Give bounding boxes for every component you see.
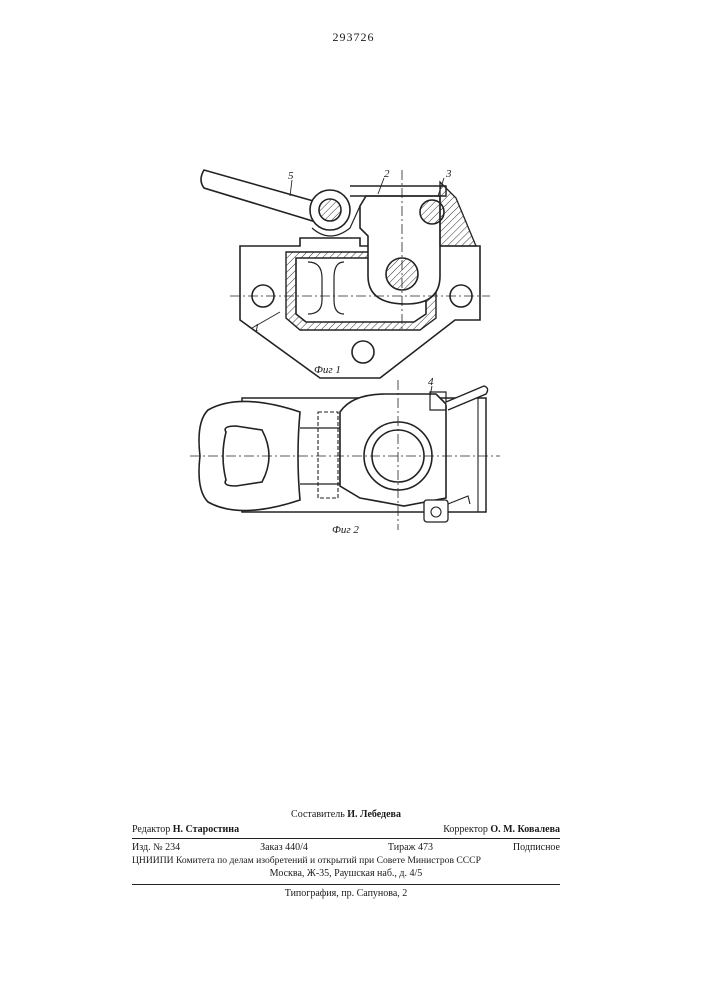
compiler-line: Составитель И. Лебедева <box>132 808 560 821</box>
subscription-note: Подписное <box>513 841 560 854</box>
part-label-2: 2 <box>384 168 390 180</box>
part-label-5: 5 <box>288 170 294 182</box>
editor-name: Н. Старостина <box>173 824 239 835</box>
order-number: Заказ 440/4 <box>260 841 308 854</box>
print-details-line: Изд. № 234 Заказ 440/4 Тираж 473 Подписн… <box>132 841 560 854</box>
imprint-block: Составитель И. Лебедева Редактор Н. Стар… <box>132 808 560 900</box>
fig1-lever-pivot <box>319 199 341 221</box>
part-label-3: 3 <box>446 168 452 180</box>
compiler-name: И. Лебедева <box>347 809 401 820</box>
print-run: Тираж 473 <box>388 841 433 854</box>
fig1-caption: Фиг 1 <box>314 364 341 376</box>
izd-number: Изд. № 234 <box>132 841 180 854</box>
corrector-label: Корректор <box>443 824 488 835</box>
address-line: Москва, Ж-35, Раушская наб., д. 4/5 <box>132 867 560 880</box>
corrector-name: О. М. Ковалева <box>490 824 560 835</box>
fig2-caption: Фиг 2 <box>332 524 359 536</box>
fig1-hole-bottom <box>352 341 374 363</box>
organization-line: ЦНИИПИ Комитета по делам изобретений и о… <box>132 854 560 867</box>
part-label-4: 4 <box>428 376 434 388</box>
printer-line: Типография, пр. Сапунова, 2 <box>132 887 560 900</box>
figure-2 <box>190 380 500 530</box>
part-label-1: 1 <box>254 322 260 334</box>
fig1-pin-3 <box>420 200 444 224</box>
compiler-label: Составитель <box>291 809 345 820</box>
editor-corrector-line: Редактор Н. Старостина Корректор О. М. К… <box>132 823 560 836</box>
editor-label: Редактор <box>132 824 170 835</box>
fig1-lever <box>201 170 324 222</box>
figure-1 <box>201 170 490 378</box>
